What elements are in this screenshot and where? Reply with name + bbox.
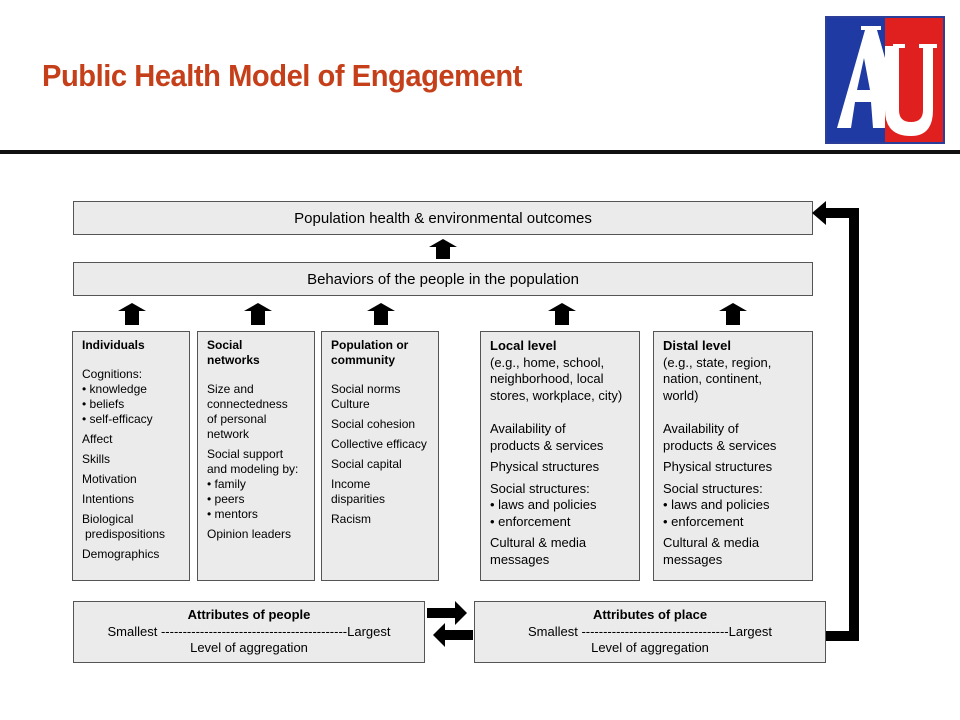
attributes-people-scale: Smallest -------------------------------… xyxy=(107,623,391,639)
left-arrow-icon xyxy=(433,623,473,647)
community-heading-line: community xyxy=(331,353,396,367)
community-item: Culture xyxy=(331,397,370,411)
behaviors-box: Behaviors of the people in the populatio… xyxy=(73,262,813,296)
distal-item: products & services xyxy=(663,437,777,453)
up-arrow-icon xyxy=(244,303,272,325)
community-box: Population or community Social norms Cul… xyxy=(321,331,439,581)
behaviors-label: Behaviors of the people in the populatio… xyxy=(307,270,579,288)
local-item: • laws and policies xyxy=(490,497,597,512)
right-arrow-icon xyxy=(427,601,467,625)
feedback-arrowhead-icon xyxy=(812,201,826,225)
distal-subheading-line: world) xyxy=(663,387,699,403)
community-item: Racism xyxy=(331,512,372,526)
local-level-box: Local level (e.g., home, school, neighbo… xyxy=(480,331,640,581)
distal-heading: Distal level (e.g., state, region, natio… xyxy=(663,338,804,404)
distal-item: Cultural & media xyxy=(663,535,760,550)
individuals-item: Skills xyxy=(82,452,111,466)
individuals-item: Intentions xyxy=(82,492,135,506)
social-item: network xyxy=(207,427,250,441)
local-item: messages xyxy=(490,551,550,567)
individuals-item: Biological xyxy=(82,512,134,526)
distal-subheading-line: (e.g., state, region, xyxy=(663,354,772,370)
social-networks-box: Social networks Size and connectedness o… xyxy=(197,331,315,581)
local-heading-title: Local level xyxy=(490,338,557,353)
local-item: • enforcement xyxy=(490,513,571,529)
social-heading-line: Social xyxy=(207,338,243,352)
social-item: Social support xyxy=(207,447,284,461)
social-item: • family xyxy=(207,477,246,491)
social-item: Opinion leaders xyxy=(207,527,292,541)
distal-item: messages xyxy=(663,551,723,567)
outcomes-label: Population health & environmental outcom… xyxy=(294,209,592,227)
up-arrow-icon xyxy=(367,303,395,325)
local-heading: Local level (e.g., home, school, neighbo… xyxy=(490,338,631,404)
individuals-item: Motivation xyxy=(82,472,137,486)
individuals-heading: Individuals xyxy=(82,338,145,352)
social-item: • mentors xyxy=(207,507,258,521)
social-item: and modeling by: xyxy=(207,462,299,476)
community-item: disparities xyxy=(331,492,386,506)
outcomes-box: Population health & environmental outcom… xyxy=(73,201,813,235)
distal-item: • enforcement xyxy=(663,513,744,529)
distal-item: Physical structures xyxy=(663,459,773,474)
community-item: Income xyxy=(331,477,371,491)
attributes-people-caption: Level of aggregation xyxy=(190,640,308,656)
community-item: Social cohesion xyxy=(331,417,416,431)
logo-letter-a xyxy=(837,30,885,128)
individuals-item: Affect xyxy=(82,432,113,446)
individuals-item: • self-efficacy xyxy=(82,412,153,426)
attributes-people-heading: Attributes of people xyxy=(187,607,311,623)
distal-level-box: Distal level (e.g., state, region, natio… xyxy=(653,331,813,581)
logo-letter-u xyxy=(885,46,933,136)
left-arrow-icon xyxy=(816,203,826,213)
up-arrow-icon xyxy=(118,303,146,325)
local-item: Cultural & media xyxy=(490,535,587,550)
title-divider xyxy=(0,150,960,154)
individuals-item: predispositions xyxy=(85,527,166,541)
distal-subheading-line: nation, continent, xyxy=(663,371,763,386)
up-arrow-icon xyxy=(719,303,747,325)
attributes-place-heading: Attributes of place xyxy=(592,607,708,623)
local-subheading-line: neighborhood, local xyxy=(490,371,604,386)
social-item: Size and xyxy=(207,382,254,396)
distal-heading-title: Distal level xyxy=(663,338,731,353)
social-item: of personal xyxy=(207,412,267,426)
distal-item: • laws and policies xyxy=(663,497,770,512)
up-arrow-icon xyxy=(429,239,457,259)
local-item: Physical structures xyxy=(490,459,600,474)
local-item: Availability of xyxy=(490,421,566,436)
local-item: products & services xyxy=(490,437,604,453)
local-subheading-line: stores, workplace, city) xyxy=(490,387,623,403)
community-item: Collective efficacy xyxy=(331,437,427,451)
community-heading-line: Population or xyxy=(331,338,409,352)
social-item: connectedness xyxy=(207,397,288,411)
feedback-loop-arrow xyxy=(824,208,859,641)
community-item: Social capital xyxy=(331,457,402,471)
individuals-box: Individuals Cognitions: • knowledge • be… xyxy=(72,331,190,581)
distal-item: Availability of xyxy=(663,421,739,436)
distal-item: Social structures: xyxy=(663,480,763,496)
up-arrow-icon xyxy=(548,303,576,325)
au-logo xyxy=(825,16,945,144)
individuals-item: • beliefs xyxy=(82,397,125,411)
attributes-place-caption: Level of aggregation xyxy=(591,640,709,656)
attributes-of-place-box: Attributes of place Smallest -----------… xyxy=(474,601,826,663)
individuals-item: Demographics xyxy=(82,547,160,561)
slide-title: Public Health Model of Engagement xyxy=(42,58,522,93)
attributes-of-people-box: Attributes of people Smallest ----------… xyxy=(73,601,425,663)
individuals-item: • knowledge xyxy=(82,382,147,396)
individuals-item: Cognitions: xyxy=(82,367,143,381)
community-item: Social norms xyxy=(331,382,401,396)
attributes-place-scale: Smallest -------------------------------… xyxy=(527,623,772,639)
local-subheading-line: (e.g., home, school, xyxy=(490,354,605,370)
social-item: • peers xyxy=(207,492,245,506)
local-item: Social structures: xyxy=(490,480,590,496)
social-heading-line: networks xyxy=(207,353,260,367)
